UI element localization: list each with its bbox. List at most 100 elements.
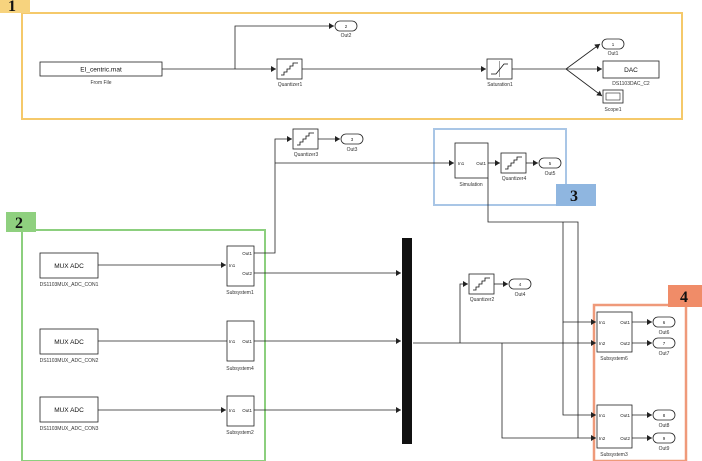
out8-number: 8: [663, 413, 666, 418]
subsystem4-block[interactable]: In1 Out1 Subsystem4: [226, 320, 255, 372]
region-3-number: 3: [570, 188, 578, 205]
saturation-icon: [491, 63, 508, 75]
wire: [562, 322, 596, 418]
dac-label: DS1103DAC_C2: [612, 81, 650, 87]
subsystem6-port-in2: In2: [599, 341, 606, 346]
mux-adc-2-label: DS1103MUX_ADC_CON2: [40, 358, 99, 364]
quantizer3-label: Quantizer3: [294, 152, 319, 158]
wire: [562, 222, 596, 325]
wire: [254, 136, 292, 254]
subsystem1-label: Subsystem1: [226, 290, 254, 296]
wire: [487, 178, 579, 438]
dac-block[interactable]: DAC DS1103DAC_C2: [602, 60, 660, 87]
out5-number: 5: [549, 161, 552, 166]
wire: [501, 343, 596, 441]
mux-adc-1-text: MUX ADC: [54, 263, 84, 270]
subsystem2-block[interactable]: In1 Out1 Subsystem2: [226, 395, 255, 436]
out2-number: 2: [345, 24, 348, 29]
out3-number: 3: [351, 137, 354, 142]
subsystem2-port-in: In1: [229, 408, 236, 413]
from-file-label: From File: [90, 80, 111, 86]
subsystem1-port-out2: Out2: [242, 271, 252, 276]
subsystem2-port-out: Out1: [242, 408, 252, 413]
quantizer1-block[interactable]: Quantizer1: [276, 58, 302, 88]
out7-label: Out7: [659, 351, 670, 357]
subsystem3-port-in2: In2: [599, 436, 606, 441]
out1-port[interactable]: 1 Out1: [601, 38, 625, 57]
scope-icon: [605, 92, 621, 101]
subsystem6-port-out1: Out1: [620, 320, 630, 325]
quantizer4-block[interactable]: Quantizer4: [500, 152, 527, 182]
quantizer4-label: Quantizer4: [502, 176, 527, 182]
out3-port[interactable]: 3 Out3: [340, 133, 364, 153]
out2-port[interactable]: 2 Out2: [334, 20, 358, 39]
simulation-port-in: In1: [458, 161, 465, 166]
out6-number: 6: [663, 320, 666, 325]
subsystem4-port-in: In1: [229, 339, 236, 344]
mux-adc-1-label: DS1103MUX_ADC_CON1: [40, 282, 99, 288]
scope1-block[interactable]: Scope1: [602, 89, 624, 113]
subsystem3-label: Subsystem3: [600, 452, 628, 458]
out7-number: 7: [663, 341, 666, 346]
out5-label: Out5: [545, 171, 556, 177]
region-4-number: 4: [680, 289, 688, 306]
wire: [234, 23, 334, 69]
simulation-label: Simulation: [459, 182, 483, 188]
simulation-block[interactable]: In1 Out1 Simulation: [454, 142, 489, 188]
wire: [565, 68, 603, 97]
subsystem3-block[interactable]: In1 In2 Out1 Out2 Subsystem3: [596, 404, 633, 458]
mux-bus-bar[interactable]: [402, 238, 412, 444]
out1-number: 1: [612, 42, 615, 47]
mux-adc-2-text: MUX ADC: [54, 339, 84, 346]
out6-port[interactable]: 6 Out6: [652, 316, 676, 336]
subsystem3-port-out1: Out1: [620, 413, 630, 418]
out8-port[interactable]: 8 Out8: [652, 409, 676, 429]
region-3: 3: [433, 128, 596, 206]
subsystem3-port-in1: In1: [599, 413, 606, 418]
quantizer-icon: [505, 156, 522, 170]
region-1: 1: [0, 0, 683, 120]
out9-label: Out9: [659, 446, 670, 452]
out1-label: Out1: [608, 51, 619, 57]
out6-label: Out6: [659, 330, 670, 336]
from-file-block[interactable]: EI_centric.mat From File: [39, 61, 163, 86]
from-file-text: EI_centric.mat: [80, 67, 122, 74]
subsystem1-port-in: In1: [229, 263, 236, 268]
subsystem6-label: Subsystem6: [600, 356, 628, 362]
mux-adc-block-2[interactable]: MUX ADC DS1103MUX_ADC_CON2: [40, 328, 99, 364]
subsystem6-block[interactable]: In1 In2 Out1 Out2 Subsystem6: [596, 311, 633, 362]
subsystem3-port-out2: Out2: [620, 436, 630, 441]
dac-text: DAC: [624, 67, 638, 74]
quantizer-icon: [281, 62, 298, 76]
mux-adc-block-3[interactable]: MUX ADC DS1103MUX_ADC_CON3: [40, 396, 99, 432]
quantizer-icon: [297, 132, 314, 146]
quantizer2-label: Quantizer2: [470, 297, 495, 303]
wire: [459, 281, 468, 343]
region-2-number: 2: [15, 215, 23, 232]
mux-adc-3-text: MUX ADC: [54, 407, 84, 414]
out4-label: Out4: [515, 292, 526, 298]
out5-port[interactable]: 5 Out5: [538, 157, 562, 177]
out4-port[interactable]: 4 Out4: [508, 278, 532, 298]
region-1-number: 1: [8, 0, 16, 15]
out3-label: Out3: [347, 147, 358, 153]
quantizer-icon: [473, 277, 490, 291]
quantizer3-block[interactable]: Quantizer3: [292, 128, 319, 158]
scope1-label: Scope1: [605, 107, 622, 113]
region-2: 2: [6, 212, 266, 461]
saturation1-label: Saturation1: [487, 82, 513, 88]
subsystem1-block[interactable]: In1 Out1 Out2 Subsystem1: [226, 245, 255, 296]
subsystem1-port-out1: Out1: [242, 251, 252, 256]
region-4: 4: [592, 285, 702, 461]
quantizer2-block[interactable]: Quantizer2: [468, 273, 495, 303]
mux-adc-block-1[interactable]: MUX ADC DS1103MUX_ADC_CON1: [40, 252, 99, 288]
out7-port[interactable]: 7 Out7: [652, 337, 676, 357]
out2-label: Out2: [341, 33, 352, 39]
out9-number: 9: [663, 436, 666, 441]
out9-port[interactable]: 9 Out9: [652, 432, 676, 452]
subsystem4-label: Subsystem4: [226, 366, 254, 372]
wire: [565, 43, 601, 70]
saturation1-block[interactable]: Saturation1: [486, 58, 513, 88]
simulation-port-out: Out1: [476, 161, 486, 166]
